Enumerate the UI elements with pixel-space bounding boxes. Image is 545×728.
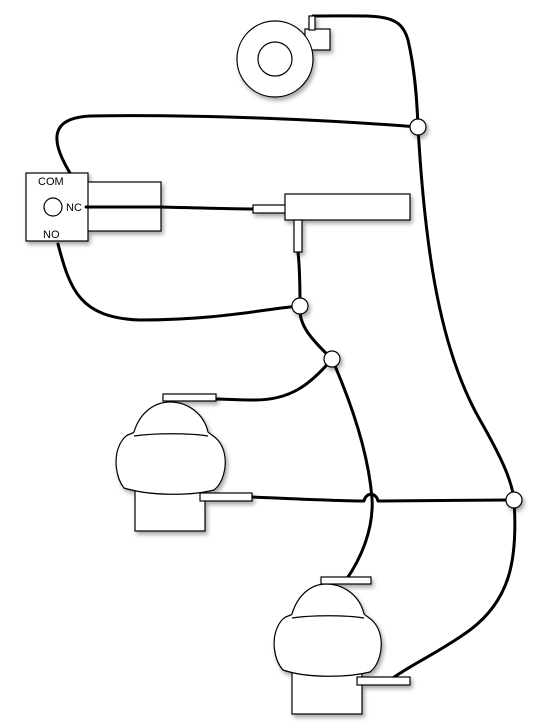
- solenoid-stem: [293, 219, 303, 253]
- switch-com-label: COM: [38, 176, 64, 188]
- junction-middle: [291, 297, 309, 315]
- wire-right-vertical: [416, 125, 516, 502]
- wire-no-to-junction: [56, 242, 302, 322]
- valve-upper-dome-band: [133, 433, 209, 437]
- solenoid-plunger: [252, 204, 287, 214]
- valve-lower-dome-band: [291, 615, 365, 619]
- valve-lower-dome: [273, 583, 382, 677]
- wire-valve1-to-right-junction: [250, 492, 516, 503]
- wire-junction-to-valve1: [213, 357, 334, 402]
- valve-upper-top-tab: [162, 393, 217, 402]
- valve-lower-side-tab: [356, 676, 411, 686]
- blower-fan-icon: [257, 41, 293, 77]
- valve-upper-dome: [115, 401, 226, 495]
- switch-nc-label: NC: [66, 202, 82, 214]
- valve-lower: [273, 576, 411, 715]
- wire-right-junction-to-valve2: [388, 498, 517, 682]
- solenoid-body: [284, 193, 411, 221]
- blower-terminal: [308, 15, 316, 31]
- switch-indicator-icon: [43, 197, 63, 217]
- valve-upper-side-tab: [199, 492, 253, 502]
- wire-blower-to-junction: [311, 14, 420, 129]
- solenoid: [252, 193, 411, 253]
- junctions: [291, 118, 523, 509]
- junction-top-right: [409, 118, 427, 136]
- blower: [236, 15, 331, 98]
- wire-com-to-junction: [55, 114, 420, 175]
- wire-junction-to-valve2: [330, 357, 374, 582]
- junction-right: [505, 491, 523, 509]
- junction-lower: [323, 350, 341, 368]
- switch-no-label: NO: [43, 229, 60, 241]
- wires: [55, 14, 517, 682]
- valve-upper: [115, 393, 253, 532]
- valve-lower-top-tab: [320, 576, 372, 585]
- wire-junction-to-junction: [298, 304, 334, 361]
